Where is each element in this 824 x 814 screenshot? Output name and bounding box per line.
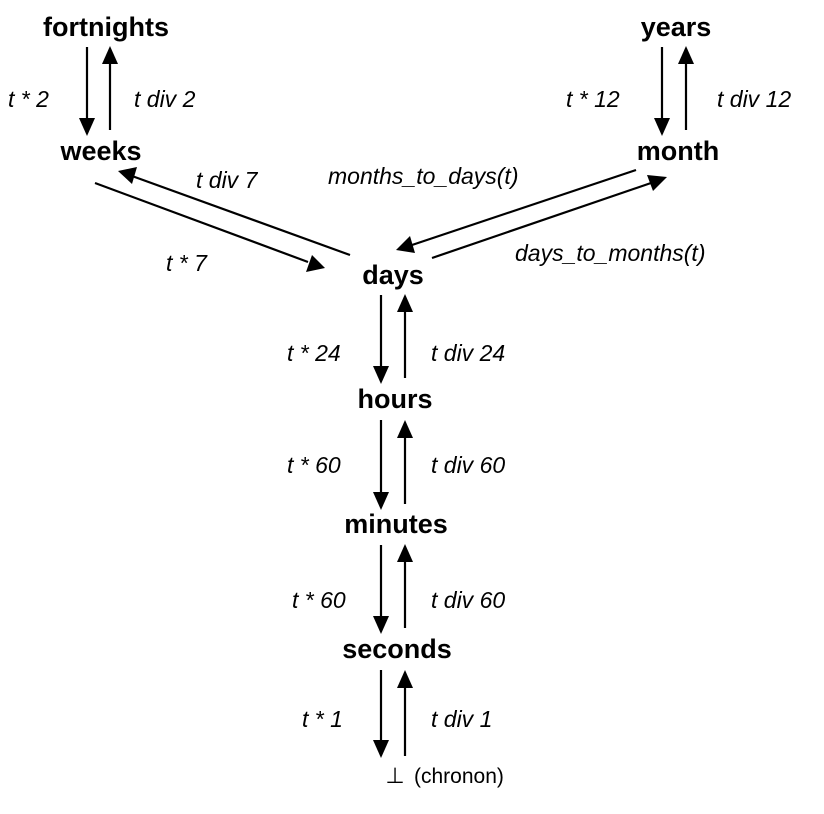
edge-label-days-to-weeks: t div 7 <box>196 167 259 193</box>
arrow-weeks-to-days <box>94 181 325 272</box>
node-years: years <box>641 12 712 42</box>
node-seconds: seconds <box>342 634 452 664</box>
arrow-days-to-month <box>431 175 667 260</box>
arrow-hours-to-days <box>397 294 413 378</box>
edge-label-month-to-days: months_to_days(t) <box>328 163 518 189</box>
edge-label-days-to-month: days_to_months(t) <box>515 240 705 266</box>
arrow-days-to-hours <box>373 295 389 384</box>
edge-label-weeks-to-fortnights: t div 2 <box>134 86 196 112</box>
node-chronon-symbol: ⊥ <box>385 764 404 789</box>
arrow-chronon-to-seconds <box>397 670 413 756</box>
node-fortnights: fortnights <box>43 12 169 42</box>
edge-label-hours-to-days: t div 24 <box>431 340 505 366</box>
arrow-month-to-years <box>678 46 694 130</box>
node-days: days <box>362 260 424 290</box>
edge-label-weeks-to-days: t * 7 <box>166 250 208 276</box>
node-hours: hours <box>357 384 432 414</box>
node-chronon-label: (chronon) <box>414 765 504 788</box>
arrow-month-to-days <box>396 168 637 253</box>
edge-label-seconds-to-minutes: t div 60 <box>431 587 505 613</box>
edge-label-minutes-to-hours: t div 60 <box>431 452 505 478</box>
edge-label-hours-to-minutes: t * 60 <box>287 452 341 478</box>
node-minutes: minutes <box>344 509 448 539</box>
arrow-minutes-to-hours <box>397 420 413 504</box>
arrow-years-to-month <box>654 47 670 136</box>
arrow-seconds-to-chronon <box>373 670 389 758</box>
edge-label-minutes-to-seconds: t * 60 <box>292 587 346 613</box>
arrow-fortnights-to-weeks <box>79 47 95 136</box>
edge-label-years-to-month: t * 12 <box>566 86 620 112</box>
edge-label-days-to-hours: t * 24 <box>287 340 341 366</box>
edge-label-fortnights-to-weeks: t * 2 <box>8 86 49 112</box>
arrow-weeks-to-fortnights <box>102 46 118 130</box>
arrow-seconds-to-minutes <box>397 544 413 628</box>
node-month: month <box>637 136 719 166</box>
node-weeks: weeks <box>59 136 141 166</box>
arrow-days-to-weeks <box>118 167 351 257</box>
edge-label-chronon-to-seconds: t div 1 <box>431 706 492 732</box>
arrow-hours-to-minutes <box>373 420 389 510</box>
edge-label-seconds-to-chronon: t * 1 <box>302 706 343 732</box>
arrow-minutes-to-seconds <box>373 545 389 634</box>
edge-label-month-to-years: t div 12 <box>717 86 791 112</box>
